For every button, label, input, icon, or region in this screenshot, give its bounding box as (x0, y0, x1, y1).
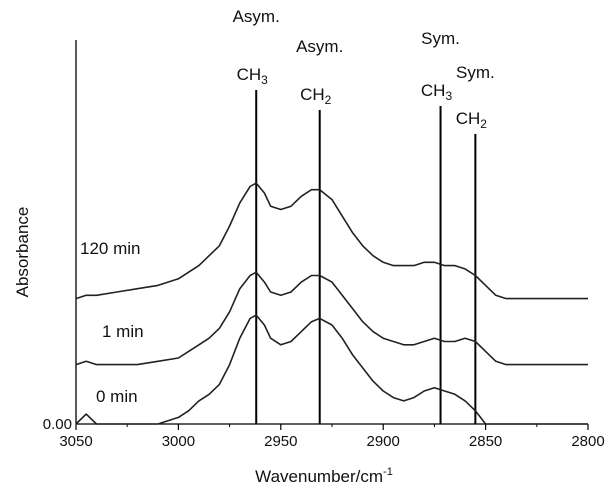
marker-group-2: CH3 (421, 81, 453, 103)
x-axis-label-superscript: -1 (383, 466, 393, 478)
marker-label-3: Sym. (456, 63, 495, 82)
marker-group-subscript-0: 3 (261, 73, 268, 87)
y-tick-label-zero: 0.00 (43, 416, 72, 433)
marker-group-subscript-2: 3 (445, 89, 452, 103)
marker-group-1: CH2 (300, 85, 332, 107)
marker-group-3: CH2 (456, 109, 488, 131)
marker-group-subscript-3: 2 (480, 117, 487, 131)
y-axis-label: Absorbance (13, 207, 32, 298)
marker-group-subscript-1: 2 (325, 93, 332, 107)
marker-label-0: Asym. (233, 7, 280, 26)
x-axis-label: Wavenumber/cm-1 (255, 466, 393, 486)
x-tick-label-2800: 2800 (571, 433, 604, 450)
series-label-0: 0 min (96, 387, 138, 406)
x-tick-label-2950: 2950 (264, 433, 297, 450)
series-label-1: 1 min (102, 322, 144, 341)
x-tick-label-2850: 2850 (469, 433, 502, 450)
series-line-0 (75, 314, 588, 425)
marker-label-1: Asym. (296, 37, 343, 56)
marker-group-0: CH3 (237, 65, 269, 87)
series-label-2: 120 min (80, 239, 140, 258)
marker-label-2: Sym. (421, 29, 460, 48)
series-line-2 (75, 182, 588, 300)
x-tick-label-2900: 2900 (367, 433, 400, 450)
x-tick-label-3050: 3050 (59, 433, 92, 450)
x-tick-label-3000: 3000 (162, 433, 195, 450)
series-line-1 (75, 271, 588, 366)
